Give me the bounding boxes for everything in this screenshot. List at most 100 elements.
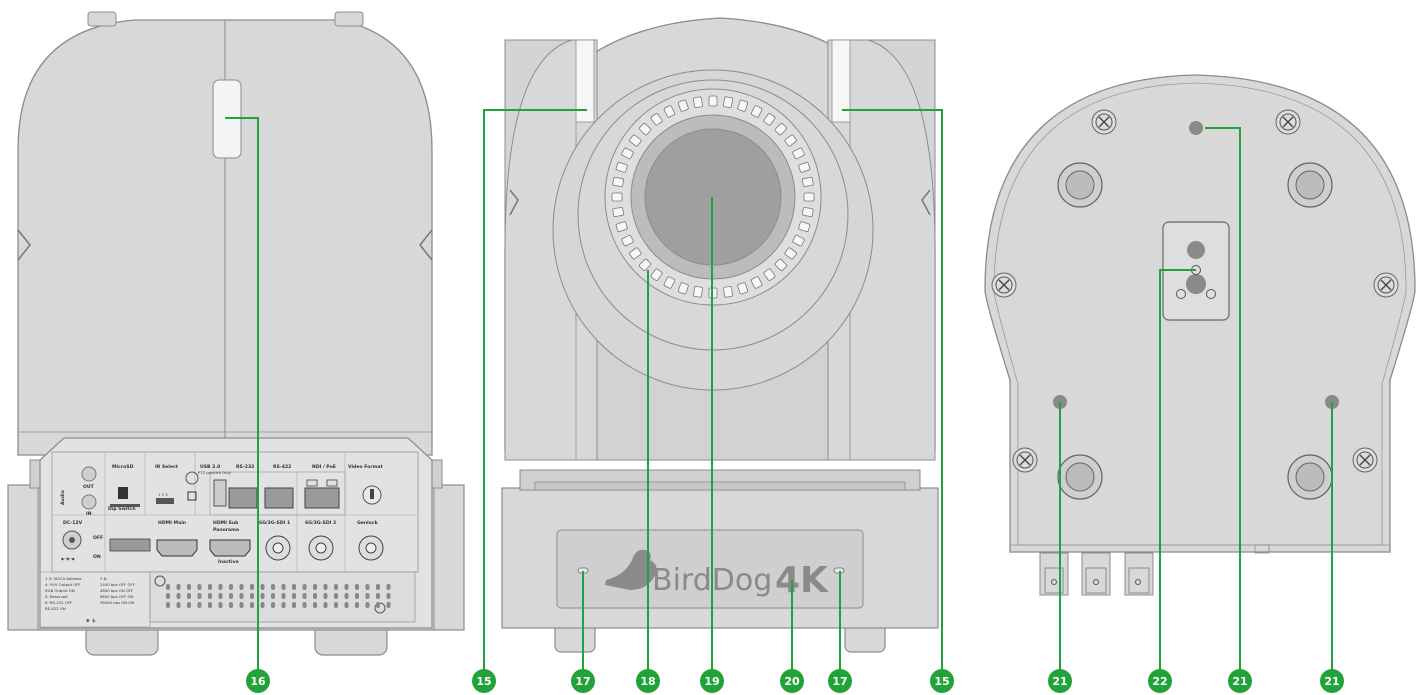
ir-led bbox=[774, 122, 788, 136]
rs422-port bbox=[264, 487, 294, 509]
leader-15a bbox=[483, 109, 587, 672]
callout-17-left: 17 bbox=[571, 669, 595, 693]
svg-text:15: 15 bbox=[476, 675, 491, 688]
ir-led bbox=[615, 221, 628, 233]
vent-slot bbox=[355, 602, 359, 608]
svg-text:1-3: VISCA Address: 1-3: VISCA Address bbox=[45, 576, 81, 581]
vent-slot bbox=[187, 593, 191, 599]
hdmi-main-port bbox=[156, 539, 198, 557]
ir-led bbox=[663, 105, 676, 118]
vent-slot bbox=[271, 593, 275, 599]
vent-slot bbox=[197, 584, 202, 590]
leader-16 bbox=[225, 117, 259, 672]
ir-led bbox=[621, 147, 634, 160]
vent-slot bbox=[365, 602, 370, 608]
ir-led bbox=[677, 282, 689, 295]
callout-18: 18 bbox=[636, 669, 660, 693]
brand-4k: 4K bbox=[775, 560, 829, 601]
rs232-port bbox=[228, 487, 258, 509]
callout-badges: 16 15 17 18 19 20 17 15 21 22 21 21 bbox=[246, 669, 1344, 693]
svg-text:22: 22 bbox=[1152, 675, 1167, 688]
callout-19: 19 bbox=[700, 669, 724, 693]
label-rs422: RS-422 bbox=[273, 464, 291, 470]
ir-led bbox=[750, 276, 763, 289]
vent-slot bbox=[166, 584, 170, 590]
vent-slot bbox=[271, 584, 275, 590]
label-in: IN bbox=[86, 511, 92, 517]
svg-text:RS-422 ON: RS-422 ON bbox=[45, 606, 66, 611]
callout-22: 22 bbox=[1148, 669, 1172, 693]
vent-slot bbox=[365, 593, 370, 599]
vent-slot bbox=[218, 593, 223, 599]
label-video-format: Video Format bbox=[348, 464, 383, 470]
vent-slot bbox=[260, 593, 265, 599]
svg-text:20: 20 bbox=[784, 675, 800, 688]
vent-slot bbox=[250, 593, 254, 599]
vent-slot bbox=[229, 602, 233, 608]
label-off: OFF bbox=[93, 535, 103, 541]
vent-slot bbox=[302, 584, 307, 590]
ir-led-ring bbox=[611, 95, 815, 299]
label-audio: Audio bbox=[60, 490, 66, 505]
vent-slot bbox=[229, 593, 233, 599]
positioning-hole-top bbox=[1189, 121, 1203, 135]
callout-21-left: 21 bbox=[1048, 669, 1072, 693]
screw-icon bbox=[1012, 447, 1038, 473]
vent-slot bbox=[187, 602, 191, 608]
vent-slot bbox=[344, 584, 349, 590]
vent-slot bbox=[302, 602, 307, 608]
svg-text:4800 bps ON OFF: 4800 bps ON OFF bbox=[100, 588, 133, 593]
label-inactive: Inactive bbox=[218, 559, 239, 565]
usb-port bbox=[213, 479, 227, 507]
label-usb: USB 2.0 bbox=[200, 464, 220, 470]
vent-slot bbox=[386, 602, 391, 608]
vent-slot bbox=[176, 584, 181, 590]
svg-text:21: 21 bbox=[1324, 675, 1339, 688]
label-panorama: Panorama bbox=[213, 527, 239, 533]
vent-slot bbox=[292, 584, 296, 590]
ir-led bbox=[708, 95, 718, 107]
label-dc12v: DC-12V bbox=[63, 520, 83, 526]
vent-slot bbox=[281, 602, 286, 608]
ir-led bbox=[798, 161, 811, 173]
label-ndi-poe: NDI / PoE bbox=[312, 464, 336, 470]
ir-led bbox=[784, 247, 797, 260]
callout-21-right: 21 bbox=[1320, 669, 1344, 693]
ir-led bbox=[677, 99, 689, 112]
vent-slot bbox=[239, 602, 244, 608]
vent-slot bbox=[386, 584, 391, 590]
ir-select-switch bbox=[156, 498, 174, 504]
callout-20: 20 bbox=[780, 669, 804, 693]
label-ir-select: IR Select bbox=[155, 464, 179, 470]
ir-led bbox=[663, 276, 676, 289]
microsd-slot bbox=[118, 487, 128, 499]
ir-led bbox=[638, 122, 652, 136]
svg-text:17: 17 bbox=[832, 675, 847, 688]
vent-slot bbox=[250, 602, 254, 608]
ir-led bbox=[750, 105, 763, 118]
vent-slot bbox=[239, 593, 244, 599]
screw-icon bbox=[991, 272, 1017, 298]
vent-slot bbox=[208, 602, 212, 608]
ir-led bbox=[798, 221, 811, 233]
svg-text:9600 bps OFF ON: 9600 bps OFF ON bbox=[100, 594, 133, 599]
dip-table: 1-3: VISCA Address 4: YUV Output OFF RGB… bbox=[45, 576, 81, 611]
label-ir-nums: 1 2 3 bbox=[158, 492, 168, 497]
vent-slot bbox=[386, 593, 391, 599]
vent-slot bbox=[250, 584, 254, 590]
svg-text:6: RS-232 OFF: 6: RS-232 OFF bbox=[45, 600, 72, 605]
label-sdi2: 6G/3G-SDI 2 bbox=[305, 520, 336, 526]
screw-icon bbox=[1275, 109, 1301, 135]
callout-21-middle: 21 bbox=[1228, 669, 1252, 693]
vent-slot bbox=[302, 593, 307, 599]
vent-slot bbox=[208, 584, 212, 590]
vent-slot bbox=[376, 593, 380, 599]
vent-slot bbox=[208, 593, 212, 599]
vent-slot bbox=[355, 593, 359, 599]
ir-led bbox=[803, 192, 815, 202]
vent-slot bbox=[260, 602, 265, 608]
svg-text:2400 bps OFF OFF: 2400 bps OFF OFF bbox=[100, 582, 135, 587]
ir-led bbox=[723, 96, 733, 108]
screw-icon bbox=[1091, 109, 1117, 135]
vent-slot bbox=[376, 602, 380, 608]
